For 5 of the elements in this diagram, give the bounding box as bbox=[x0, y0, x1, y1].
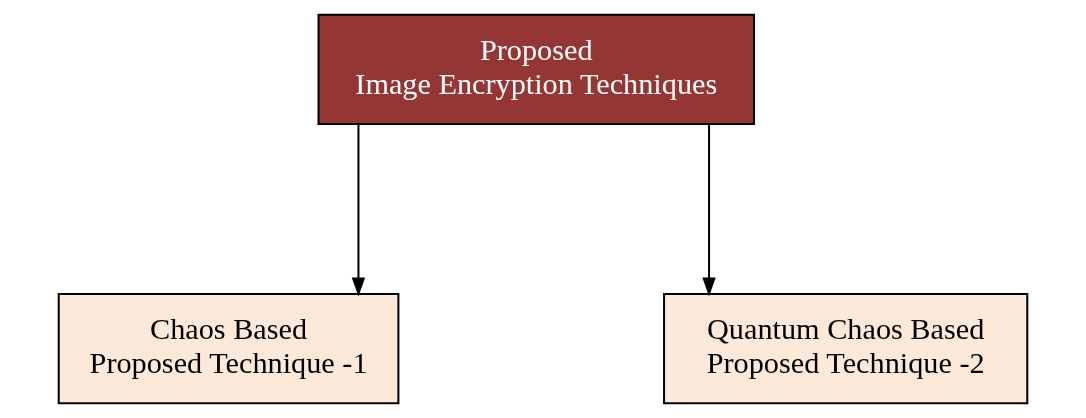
arrow bbox=[702, 124, 716, 297]
arrow bbox=[351, 124, 366, 297]
node-box: Proposed Image Encryption Techniques bbox=[317, 13, 756, 126]
node-box: Chaos Based Proposed Technique -1 bbox=[57, 292, 400, 405]
node-box: Quantum Chaos Based Proposed Technique -2 bbox=[663, 292, 1029, 405]
